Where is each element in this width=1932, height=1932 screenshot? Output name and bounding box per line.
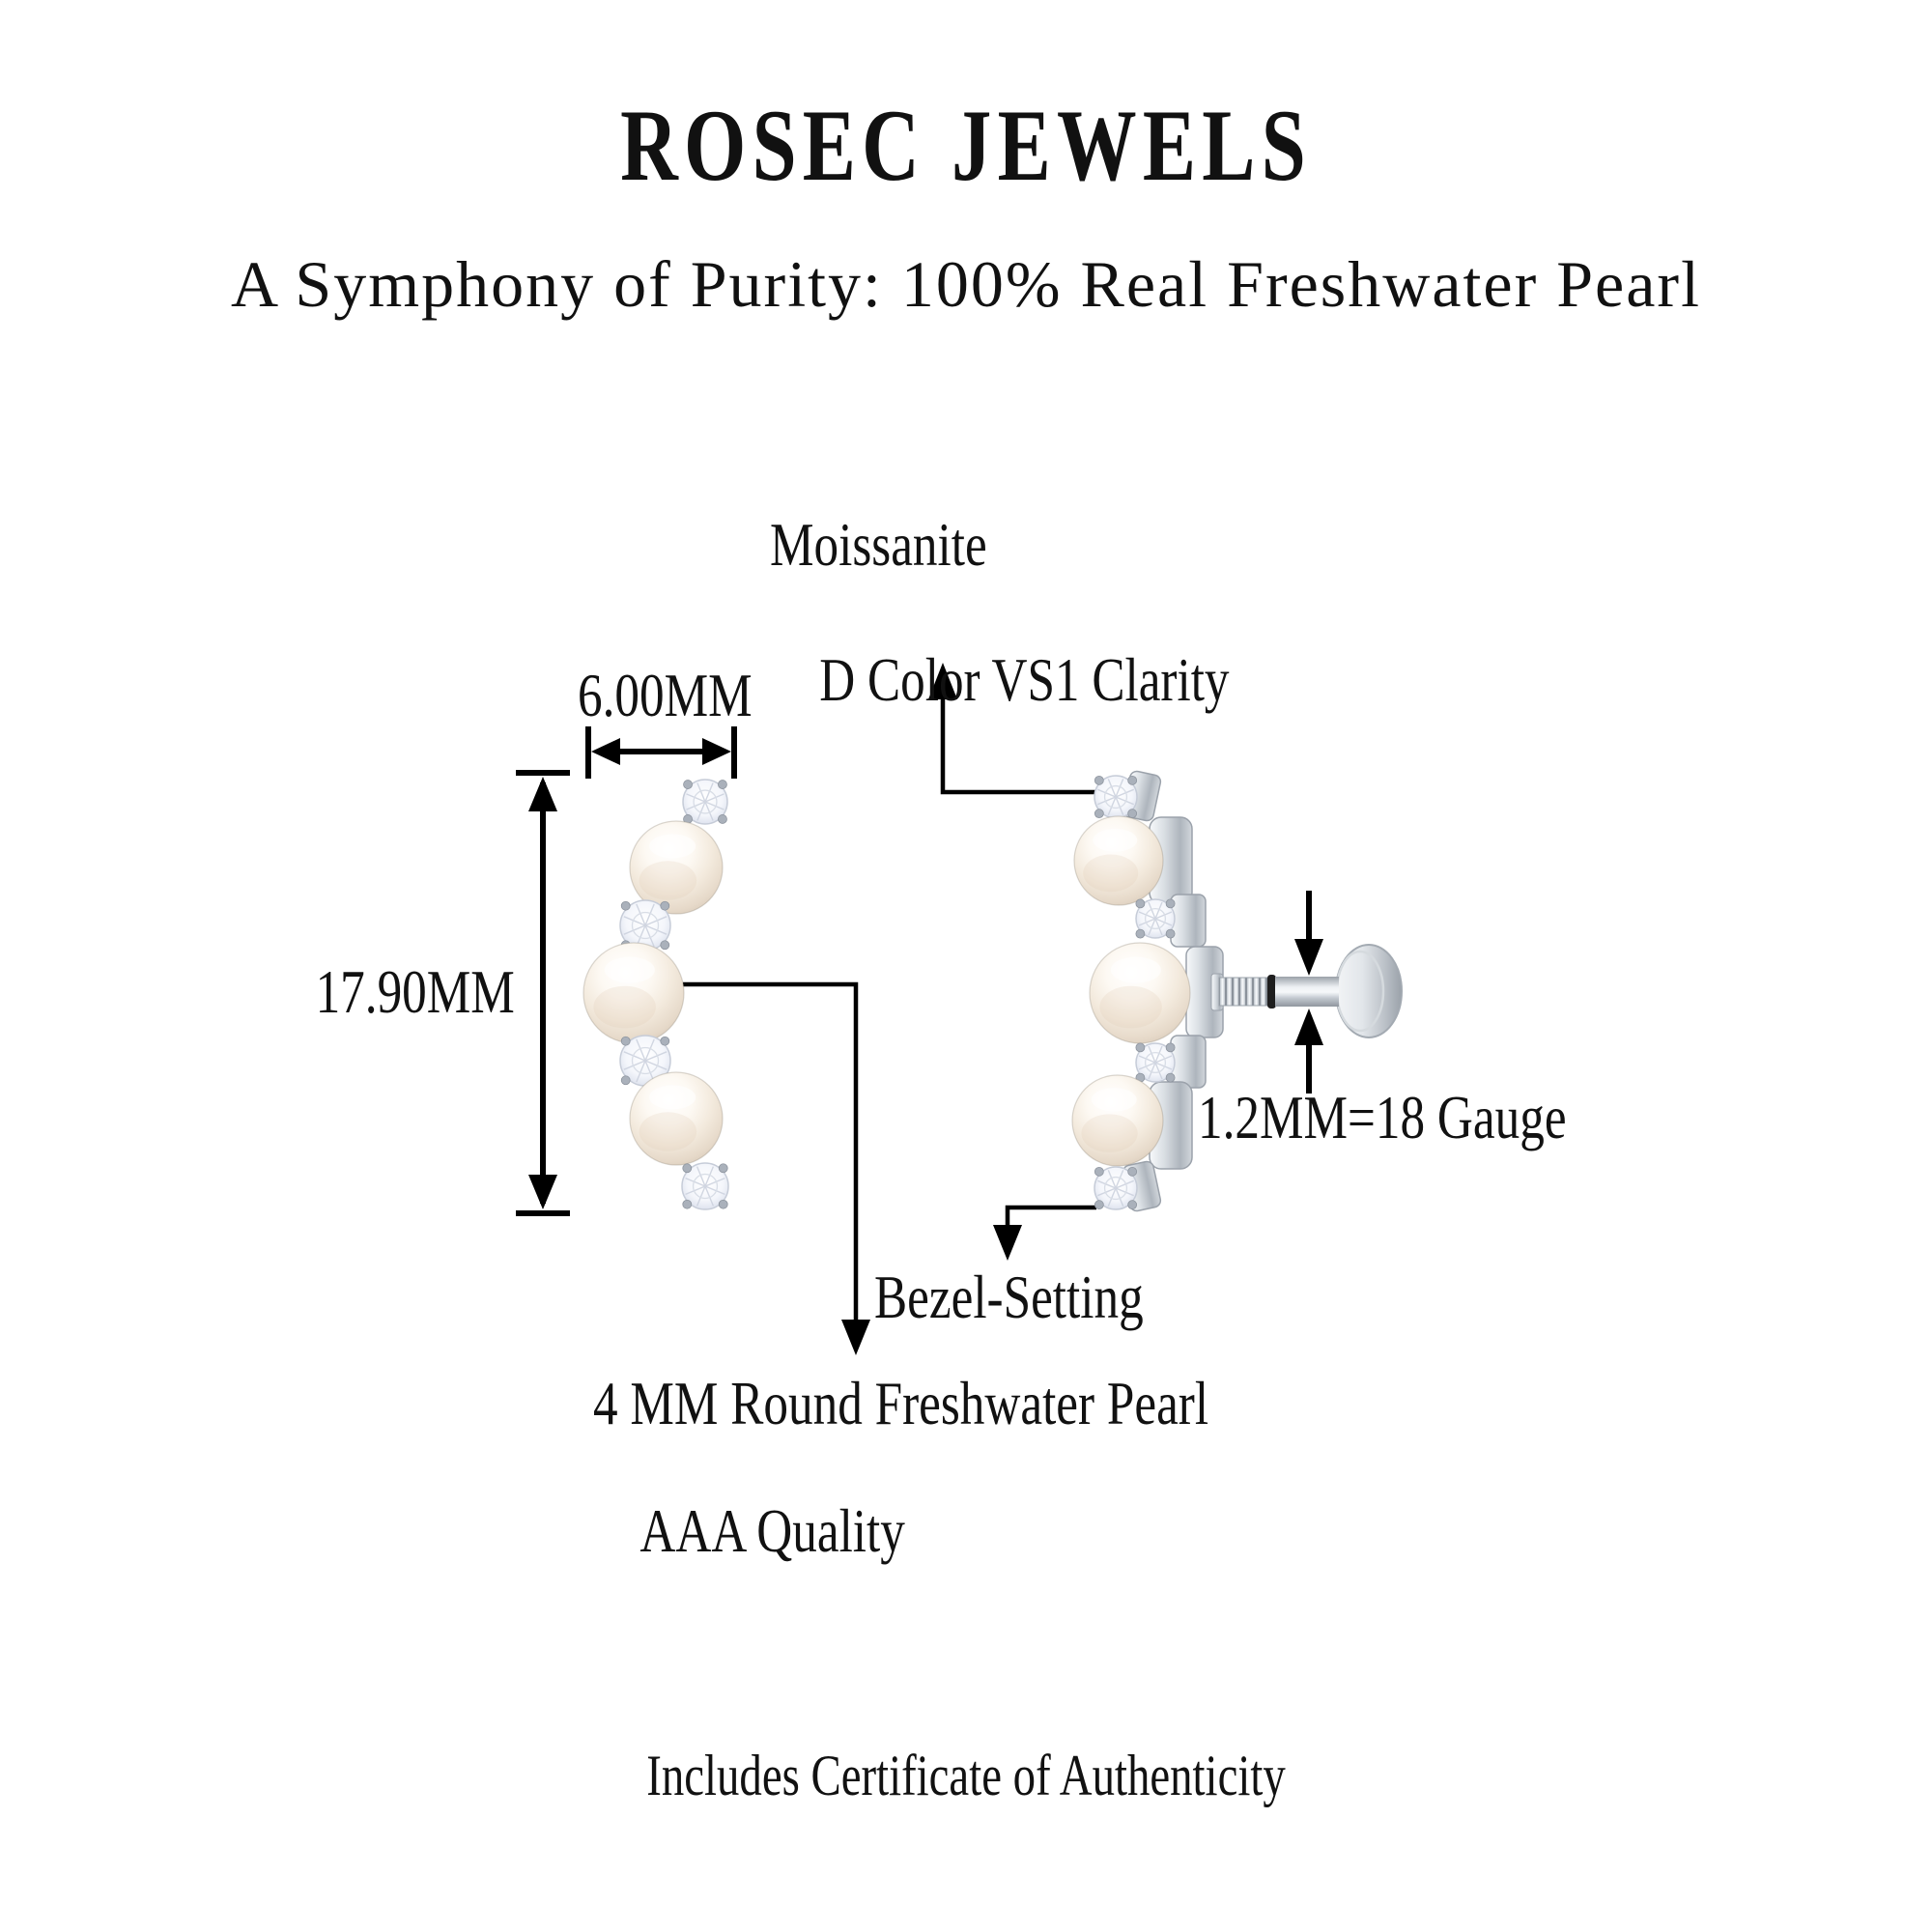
gem-table bbox=[693, 789, 718, 814]
gem-facets bbox=[1097, 1170, 1134, 1207]
gem-facets bbox=[1138, 1045, 1173, 1080]
prong bbox=[660, 940, 670, 951]
gem-table bbox=[1103, 1176, 1128, 1201]
pearl-highlight bbox=[649, 1085, 696, 1110]
gauge-arrows bbox=[1294, 891, 1323, 1094]
prong bbox=[620, 1036, 631, 1046]
gem-table bbox=[1144, 907, 1167, 930]
prong bbox=[1094, 775, 1104, 785]
gem-table bbox=[692, 1173, 719, 1200]
pearl-shading bbox=[639, 861, 697, 900]
pearl-shading bbox=[1081, 1114, 1138, 1152]
prong bbox=[1127, 1200, 1138, 1210]
prong bbox=[1127, 775, 1138, 785]
gem-facets bbox=[686, 782, 724, 821]
gem-table bbox=[631, 1046, 660, 1075]
prong bbox=[718, 814, 727, 824]
pearl-shading bbox=[1099, 985, 1162, 1029]
certificate-note: Includes Certificate of Authenticity bbox=[646, 1744, 1286, 1807]
prong bbox=[683, 780, 693, 789]
prong bbox=[1165, 898, 1176, 909]
moissanite-label: Moissanite D Color VS1 Clarity bbox=[770, 511, 1230, 714]
prong bbox=[1135, 928, 1146, 939]
prong bbox=[718, 1199, 728, 1209]
gem-facets bbox=[685, 1166, 725, 1207]
prong bbox=[1094, 809, 1104, 819]
gem-table bbox=[631, 911, 660, 940]
prong bbox=[1135, 1042, 1146, 1053]
pearl-shading bbox=[639, 1112, 697, 1151]
setting-label: Bezel-Setting bbox=[874, 1263, 1144, 1331]
prong bbox=[620, 900, 631, 911]
prong bbox=[660, 1036, 670, 1046]
prong bbox=[718, 1163, 728, 1174]
pearl-highlight bbox=[604, 956, 655, 983]
brand-title: ROSEC JEWELS bbox=[620, 89, 1312, 202]
earring-side-plate bbox=[1122, 770, 1224, 1212]
pearl-label: 4 MM Round Freshwater Pearl AAA Quality bbox=[593, 1372, 1208, 1563]
labret-post bbox=[1210, 944, 1403, 1038]
width-dimension-arrow bbox=[585, 726, 737, 779]
pearl-size-line: 4 MM Round Freshwater Pearl bbox=[593, 1369, 1209, 1437]
prong bbox=[1094, 1200, 1104, 1210]
pearl-highlight bbox=[1110, 956, 1161, 983]
gem-table bbox=[1144, 1051, 1167, 1074]
prong bbox=[1094, 1166, 1104, 1177]
moissanite-name-line: Moissanite bbox=[770, 510, 987, 579]
width-dimension-label: 6.00MM bbox=[578, 661, 753, 729]
height-dimension-label: 17.90MM bbox=[315, 957, 515, 1026]
gem-facets bbox=[623, 1038, 668, 1083]
prong bbox=[620, 1075, 631, 1086]
tagline: A Symphony of Purity: 100% Real Freshwat… bbox=[231, 247, 1701, 321]
prong bbox=[1127, 809, 1138, 819]
prong bbox=[1165, 928, 1176, 939]
pearl-highlight bbox=[1091, 1088, 1137, 1112]
moissanite-clarity-line: D Color VS1 Clarity bbox=[819, 645, 1230, 714]
prong bbox=[682, 1163, 693, 1174]
gem-table bbox=[1103, 784, 1128, 810]
threaded-section bbox=[1218, 977, 1270, 1007]
bezel-pointer-arrow bbox=[993, 1205, 1096, 1261]
prong bbox=[682, 1199, 693, 1209]
prong bbox=[1127, 1166, 1138, 1177]
gauge-label: 1.2MM=18 Gauge bbox=[1198, 1083, 1567, 1151]
gem-facets bbox=[623, 903, 668, 948]
pearl-quality-line: AAA Quality bbox=[639, 1496, 905, 1565]
prong bbox=[660, 900, 670, 911]
gem-facets bbox=[1138, 901, 1173, 936]
prong bbox=[1165, 1072, 1176, 1083]
pearl-shading bbox=[1083, 854, 1139, 893]
pearl-highlight bbox=[649, 834, 696, 859]
prong bbox=[718, 780, 727, 789]
pearl-pointer-arrow bbox=[683, 981, 870, 1355]
height-dimension-arrow bbox=[516, 770, 570, 1216]
earring-side-view-stones bbox=[1071, 775, 1191, 1210]
o-ring bbox=[1267, 975, 1276, 1009]
prong bbox=[1135, 898, 1146, 909]
gem-facets bbox=[1097, 779, 1134, 815]
prong bbox=[1165, 1042, 1176, 1053]
pearl-shading bbox=[593, 985, 656, 1029]
earring-front-view bbox=[582, 779, 729, 1210]
moissanite-pointer-arrow bbox=[928, 663, 1098, 795]
pearl-highlight bbox=[1093, 828, 1138, 852]
post-bar bbox=[1275, 977, 1339, 1007]
